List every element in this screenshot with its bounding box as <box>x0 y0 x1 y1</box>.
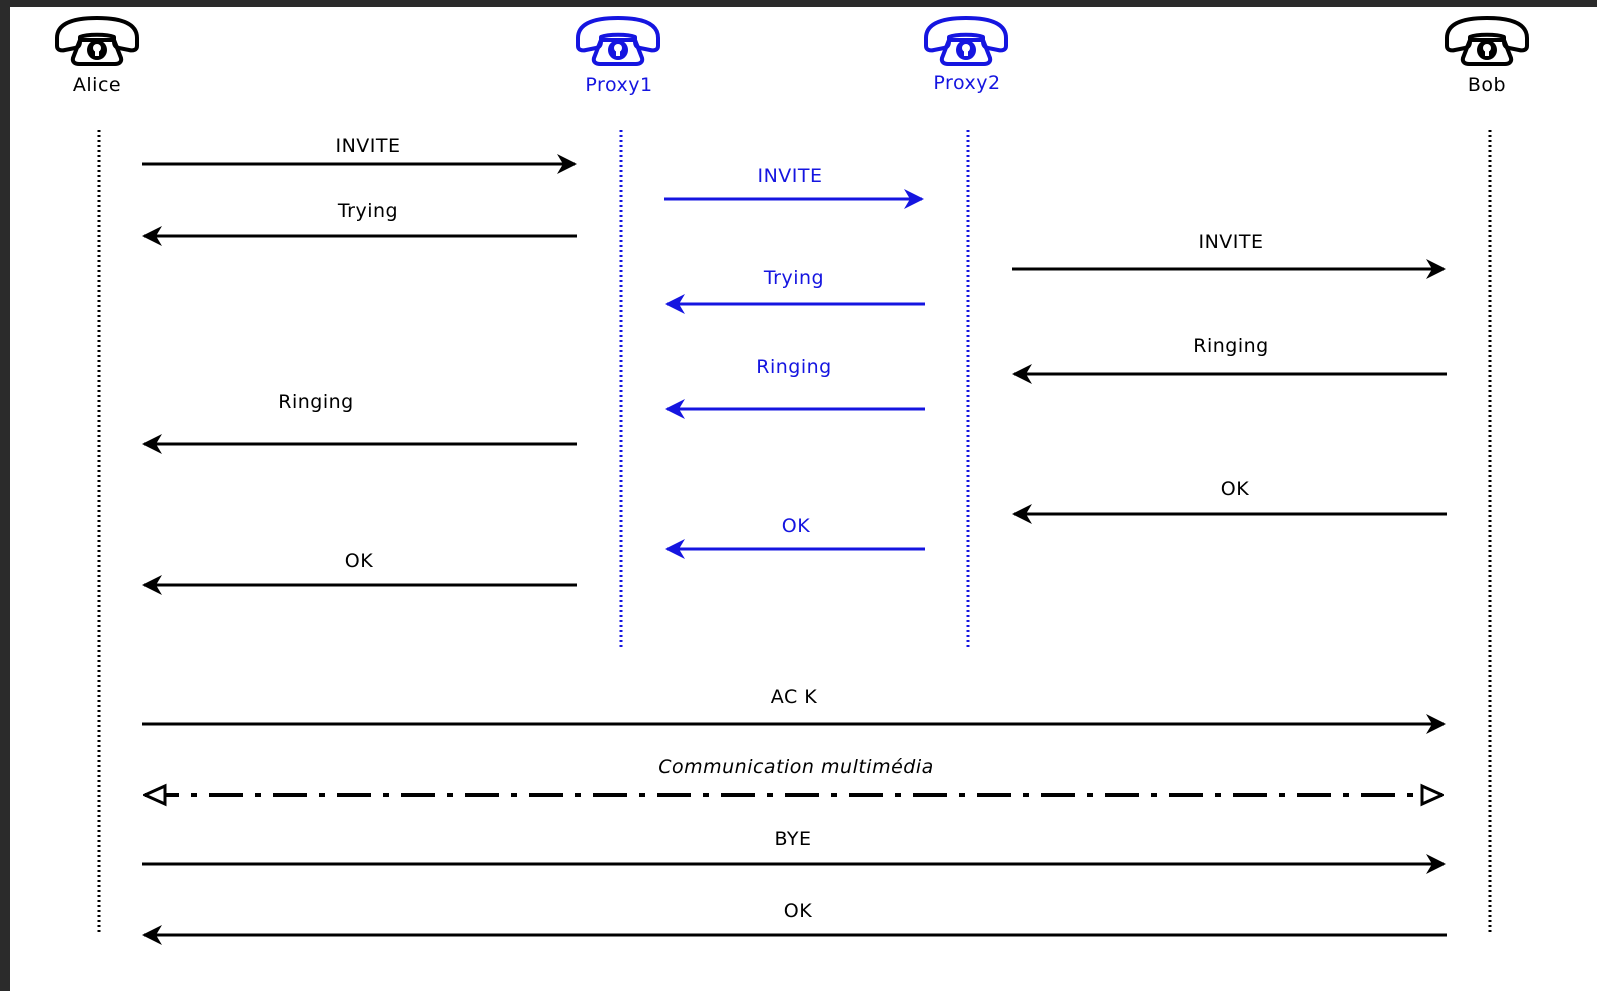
message-ringing-proxy1-alice: Ringing <box>142 391 577 454</box>
message-invite-alice-proxy1: INVITE <box>142 135 577 174</box>
message-invite-proxy1-proxy2: INVITE <box>664 165 924 209</box>
actor-label-proxy2: Proxy2 <box>933 72 1000 94</box>
actor-label-proxy1: Proxy1 <box>585 74 652 96</box>
message-media-stream: Communication multimédia <box>145 756 1442 795</box>
message-ringing-proxy2-proxy1: Ringing <box>665 356 925 419</box>
message-label: Ringing <box>1193 335 1268 357</box>
message-label: BYE <box>774 828 811 850</box>
message-label: INVITE <box>335 135 400 157</box>
message-ack-alice-bob: AC K <box>142 686 1446 734</box>
message-ok-bob-alice: OK <box>142 900 1447 945</box>
message-label: OK <box>784 900 812 922</box>
telephone-icon <box>924 16 1008 66</box>
message-label: OK <box>345 550 373 572</box>
telephone-icon <box>55 16 139 66</box>
telephone-icon <box>576 16 660 66</box>
message-label: OK <box>782 515 810 537</box>
message-label: OK <box>1221 478 1249 500</box>
actor-label-bob: Bob <box>1468 74 1506 96</box>
message-label: Communication multimédia <box>658 756 934 778</box>
message-ok-bob-proxy2: OK <box>1012 478 1447 524</box>
message-label: Ringing <box>756 356 831 378</box>
message-label: INVITE <box>757 165 822 187</box>
message-trying-proxy2-proxy1: Trying <box>665 267 925 314</box>
message-label: Trying <box>763 267 824 289</box>
message-ok-proxy2-proxy1: OK <box>665 515 925 559</box>
actor-bob: Bob <box>1445 16 1529 96</box>
message-trying-proxy1-alice: Trying <box>142 200 577 246</box>
diagram-canvas <box>10 7 1597 991</box>
message-label: Ringing <box>278 391 353 413</box>
actor-proxy1: Proxy1 <box>576 16 660 96</box>
message-label: Trying <box>337 200 398 222</box>
telephone-icon <box>1445 16 1529 66</box>
actor-alice: Alice <box>55 16 139 96</box>
message-ringing-bob-proxy2: Ringing <box>1012 335 1447 384</box>
actor-proxy2: Proxy2 <box>924 16 1008 94</box>
message-label: INVITE <box>1198 231 1263 253</box>
message-bye-alice-bob: BYE <box>142 828 1446 874</box>
message-invite-proxy2-bob: INVITE <box>1012 231 1446 279</box>
actor-label-alice: Alice <box>73 74 121 96</box>
message-label: AC K <box>771 686 817 708</box>
message-ok-proxy1-alice: OK <box>142 550 577 595</box>
